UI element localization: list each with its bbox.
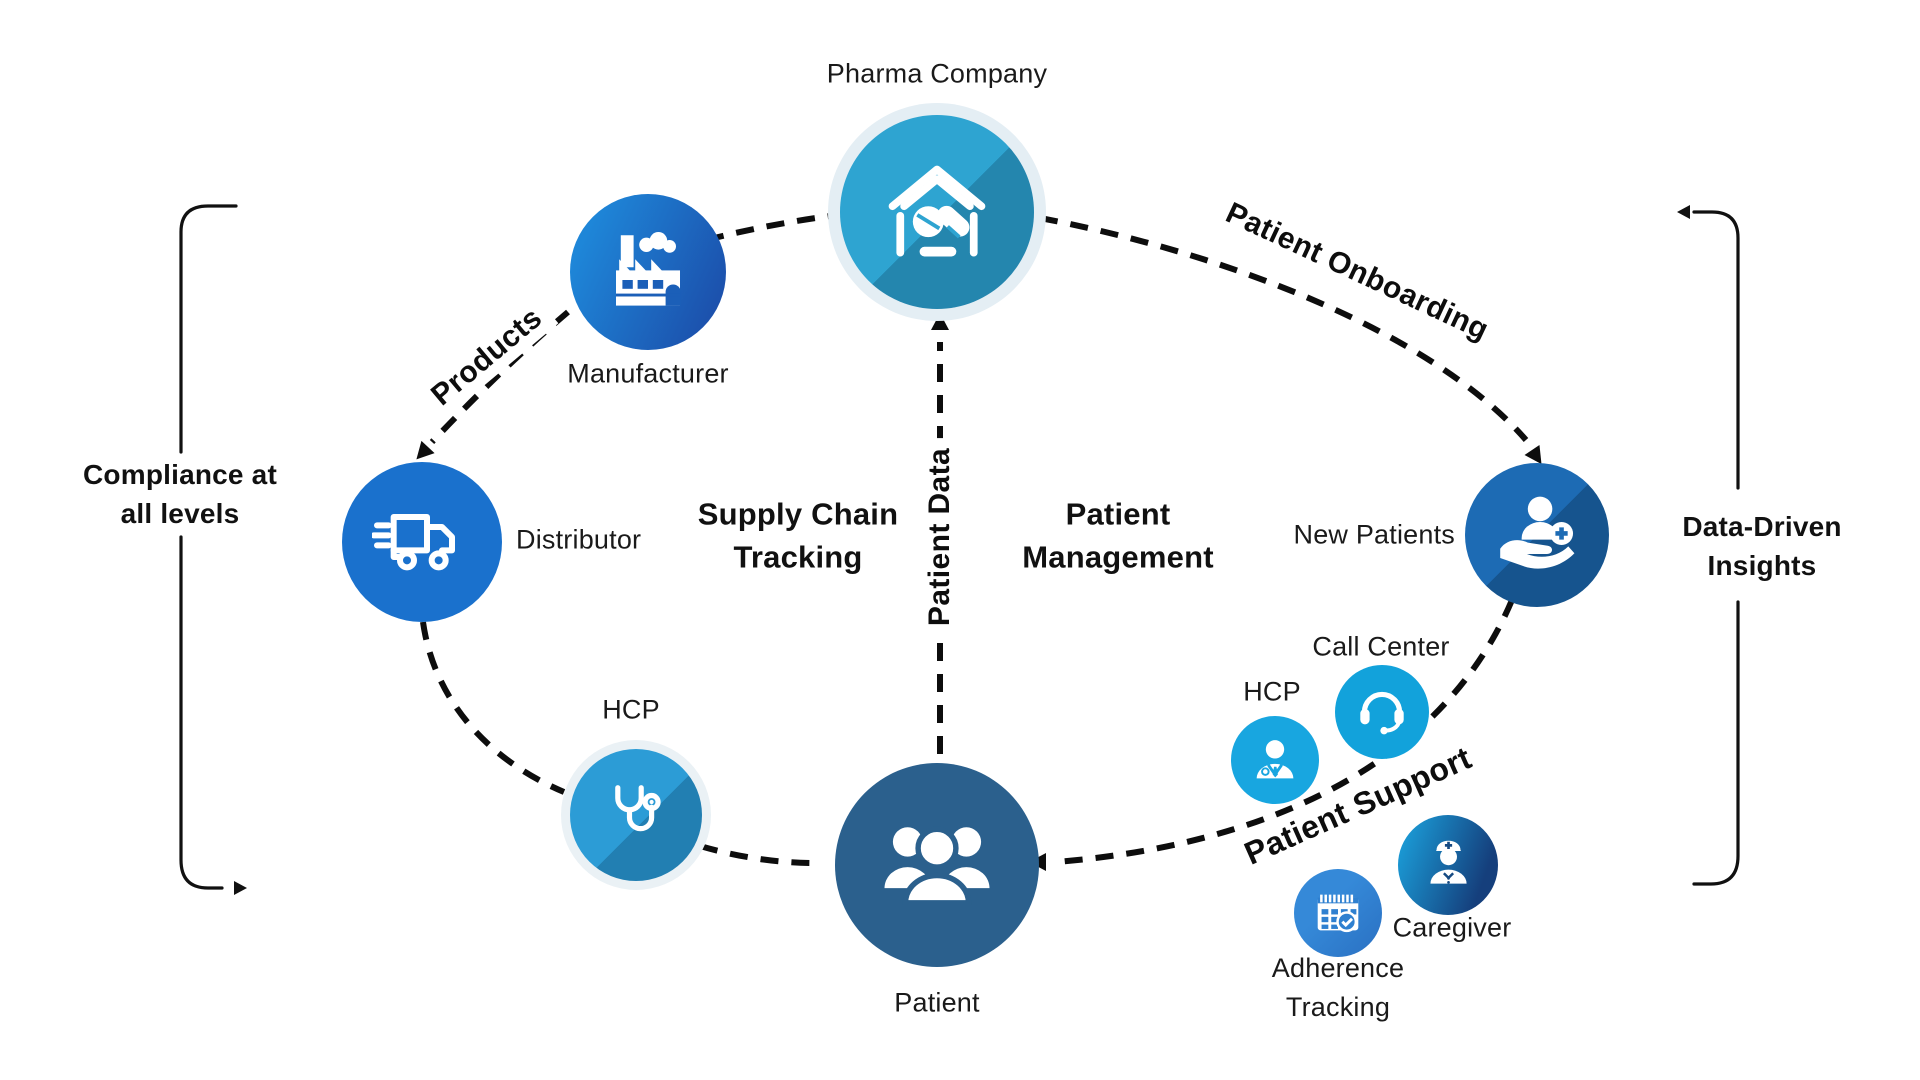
region-label-data-driven-insights: Data-Driven Insights [1682,510,1842,581]
bracket-compliance-top [179,204,238,454]
node-new-patients [1465,463,1609,607]
edge-distributor-hcp [420,621,566,795]
bracket-insights-bottom [1692,600,1740,886]
hand-new-patient-icon [1491,489,1583,581]
node-pharma-company [840,115,1034,309]
edge-hcp-patient [699,843,823,867]
node-hcp-support [1231,716,1319,804]
node-hcp-supply [570,749,702,881]
patient-group-icon [874,802,1000,928]
edge-patient-support [1055,598,1515,865]
region-label-patient-management: Patient Management [1022,496,1214,575]
node-patient [835,763,1039,967]
node-caregiver [1398,815,1498,915]
node-label-caregiver: Caregiver [1392,912,1512,943]
edge-manufacturer-pharma [705,213,831,243]
bracket-compliance-bottom [179,535,224,890]
bracket-insights-top [1692,210,1740,490]
headset-icon [1351,681,1413,743]
node-manufacturer [570,194,726,350]
arrowhead-compliance [234,881,247,895]
node-distributor [342,462,502,622]
node-label-new-patients: New Patients [1293,519,1455,550]
node-label-adherence-tracking: Adherence Tracking [1271,952,1405,1022]
node-label-hcp-support: HCP [1243,676,1301,707]
node-label-manufacturer: Manufacturer [567,358,729,389]
calendar-check-icon [1309,884,1367,942]
node-label-patient: Patient [894,987,980,1018]
node-label-call-center: Call Center [1312,631,1450,662]
region-label-supply-chain-tracking: Supply Chain Tracking [697,496,899,575]
node-label-hcp-supply: HCP [602,694,660,725]
doctor-icon [1246,731,1304,789]
arrowhead-insights [1677,205,1690,219]
delivery-truck-icon [372,492,472,592]
nurse-icon [1417,834,1479,896]
edge-products [429,309,570,445]
node-adherence-tracking [1294,869,1382,957]
region-label-compliance: Compliance at all levels [83,458,277,529]
stethoscope-icon [597,776,675,854]
arrowhead-patient-data [931,313,949,330]
arrowhead-products [416,440,435,460]
factory-icon [600,224,696,320]
node-call-center [1335,665,1429,759]
node-label-distributor: Distributor [516,524,642,555]
house-medical-icon [879,154,995,270]
node-label-pharma-company: Pharma Company [826,58,1048,89]
arrowhead-patient-onboarding [1524,444,1542,465]
edge-patient-onboarding [1039,215,1529,442]
